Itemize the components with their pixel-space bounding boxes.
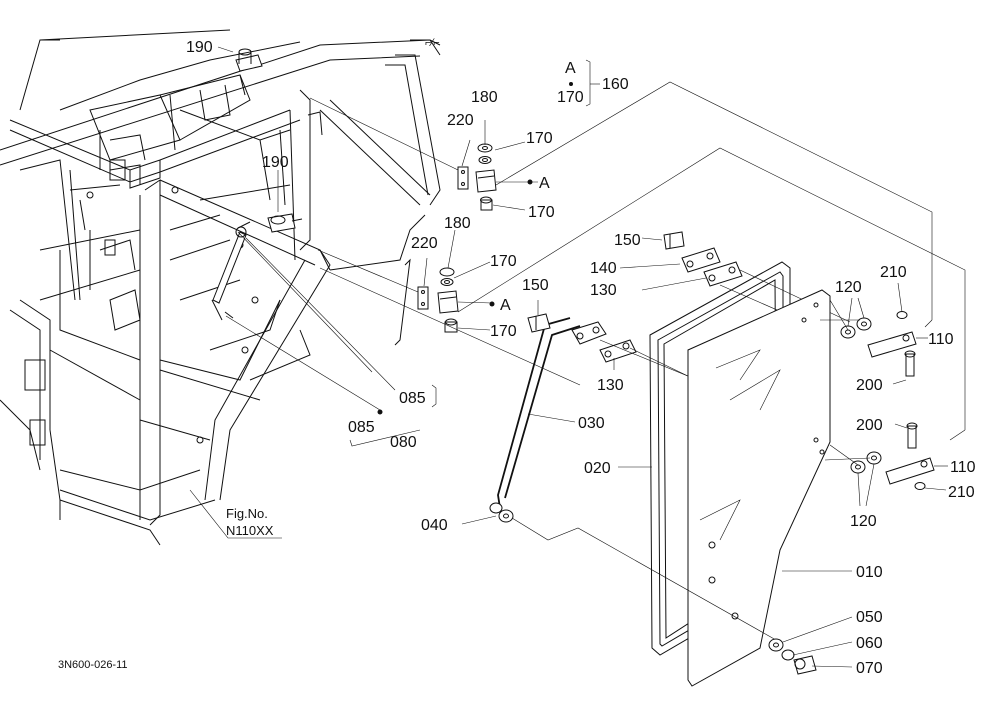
label-180-low: 180 [444, 215, 471, 232]
part-labels: 190 190 180 220 170 A 170 180 220 170 A … [58, 39, 976, 677]
label-050: 050 [856, 609, 883, 626]
label-200-top: 200 [856, 377, 883, 394]
lower-hinge-assembly [417, 267, 459, 333]
label-085-b: 085 [348, 419, 375, 436]
label-070: 070 [856, 660, 883, 677]
upper-latch-hardware [840, 311, 917, 377]
svg-text:⌐∕⌐: ⌐∕⌐ [425, 37, 440, 49]
label-220-top: 220 [447, 112, 474, 129]
label-160: 160 [602, 76, 629, 93]
label-040: 040 [421, 517, 448, 534]
label-140: 140 [590, 260, 617, 277]
drawing-code: 3N600-026-11 [58, 659, 128, 671]
label-130-top: 130 [590, 282, 617, 299]
lower-fasteners [768, 638, 817, 675]
label-020: 020 [584, 460, 611, 477]
upper-hinge-assembly [457, 143, 497, 211]
label-A-key: A [565, 60, 576, 77]
grab-handle [489, 317, 607, 523]
glass-door-panel [687, 289, 831, 687]
upper-bracket-hardware [663, 231, 743, 287]
label-220-low: 220 [411, 235, 438, 252]
label-150-top: 150 [614, 232, 641, 249]
label-110-low: 110 [950, 459, 976, 476]
label-170-b: 170 [528, 204, 555, 221]
label-180-top: 180 [471, 89, 498, 106]
plate-130-lower [599, 339, 637, 363]
label-010: 010 [856, 564, 883, 581]
label-120-low: 120 [850, 513, 877, 530]
bolt-150-lower [527, 313, 551, 333]
label-190-mid: 190 [262, 154, 289, 171]
label-200-low: 200 [856, 417, 883, 434]
fig-ref-line2: N110XX [226, 523, 274, 538]
label-A-a: A [539, 175, 550, 192]
label-210-low: 210 [948, 484, 975, 501]
label-170-d: 170 [490, 323, 517, 340]
gas-spring-mounts [211, 48, 303, 321]
label-170-key: 170 [557, 89, 584, 106]
label-150-low: 150 [522, 277, 549, 294]
label-080: 080 [390, 434, 417, 451]
cab-frame: ⌐∕⌐ [0, 29, 441, 546]
label-210-top: 210 [880, 264, 907, 281]
label-030: 030 [578, 415, 605, 432]
label-170-a: 170 [526, 130, 553, 147]
label-060: 060 [856, 635, 883, 652]
label-A-b: A [500, 297, 511, 314]
label-085-a: 085 [399, 390, 426, 407]
label-120-top: 120 [835, 279, 862, 296]
label-170-c: 170 [490, 253, 517, 270]
fig-ref-line1: Fig.No. [226, 506, 268, 521]
label-130-low: 130 [597, 377, 624, 394]
label-190-top: 190 [186, 39, 213, 56]
label-110-top: 110 [928, 331, 954, 348]
